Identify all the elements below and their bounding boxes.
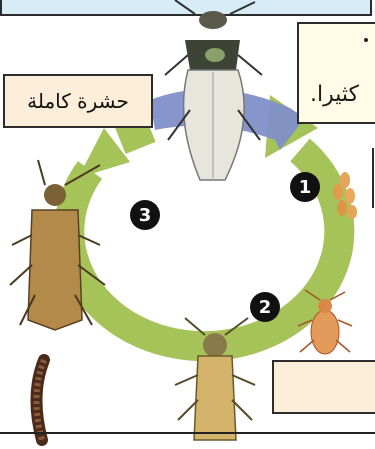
adult-stage-label: حشرة كاملة — [3, 74, 153, 128]
note-text: كثيرا. — [310, 82, 359, 107]
bottom-divider — [0, 432, 375, 434]
note-box — [297, 22, 375, 124]
step-2-badge: 2 — [250, 292, 280, 322]
step-3-badge: 3 — [130, 200, 160, 230]
note-bullet — [364, 38, 368, 42]
millipede — [36, 360, 44, 440]
adult-winged-insect — [165, 0, 262, 180]
bottom-box — [272, 360, 375, 414]
step-1-badge: 1 — [290, 172, 320, 202]
